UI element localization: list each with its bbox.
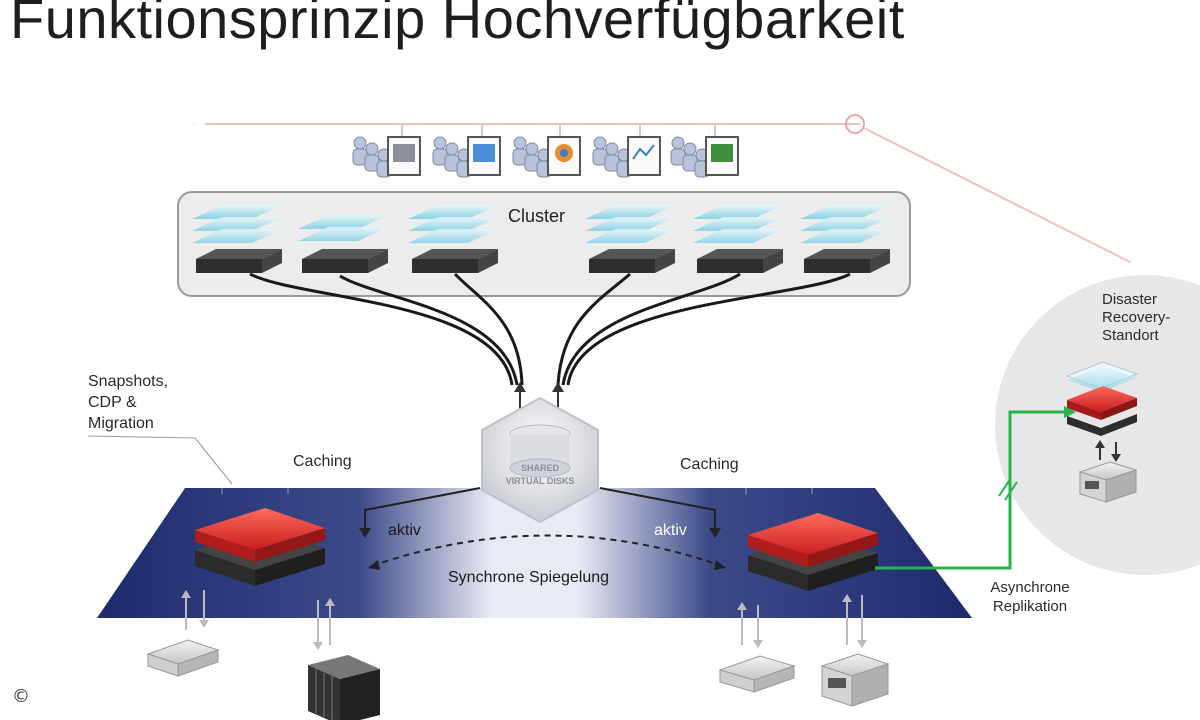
cluster-label: Cluster [508,206,566,226]
storage-array-icon [308,655,380,720]
dr-label-3: Standort [1102,327,1159,344]
datacore-node-right [748,513,878,591]
cluster-server-5 [693,205,783,273]
caching-label-left: Caching [293,453,352,470]
cluster-server-2 [298,215,388,273]
storage-io-arrows [185,590,863,645]
dr-site-circle [995,275,1200,575]
aktiv-label-right: aktiv [654,522,687,539]
snapshots-label-2: CDP & [88,394,137,411]
storage-platform [97,488,972,618]
uplink-arrows [514,382,564,410]
server-icon [1078,461,1138,503]
dr-label-1: Disaster [1102,291,1158,308]
aktiv-links [364,487,716,530]
user-group-icon [592,136,661,178]
snapshots-label-1: Snapshots, [88,373,169,390]
async-label-2: Replikation [992,598,1068,615]
snapshots-pointer [194,437,233,485]
user-group-icon [512,136,581,178]
shared-disk-icon [481,396,599,524]
user-group-icon [432,136,501,178]
cluster-server-3 [408,205,498,273]
server-icon [146,639,220,677]
cluster-server-4 [585,205,675,273]
user-group-icon [352,136,421,178]
dr-label-2: Recovery- [1102,309,1171,326]
cluster-server-1 [192,205,282,273]
cluster-server-6 [800,205,890,273]
cluster-cables [249,272,851,386]
sync-mirroring-label: Synchrone Spiegelung [448,569,610,586]
server-icon [718,655,796,693]
aktiv-label-left: aktiv [388,522,421,539]
snapshots-label-3: Migration [88,415,154,432]
async-label-1: Asynchrone [990,579,1070,596]
shared-disks-label-1: SHARED [520,463,559,473]
copyright-mark: © [12,686,30,707]
async-break-mark [998,477,1018,501]
datacore-node-left [195,508,325,586]
page-title: Funktionsprinzip Hochverfügbarkeit [10,0,905,50]
dr-node [1065,361,1139,436]
server-icon [820,653,890,707]
caching-label-right: Caching [680,456,739,473]
async-replication-line [875,410,1068,570]
sync-mirror-arc [371,534,723,567]
shared-disks-label-2: VIRTUAL DISKS [505,476,575,486]
user-group-icon [670,136,739,178]
dr-link-line [863,127,1131,263]
network-junction-marker [845,114,865,134]
